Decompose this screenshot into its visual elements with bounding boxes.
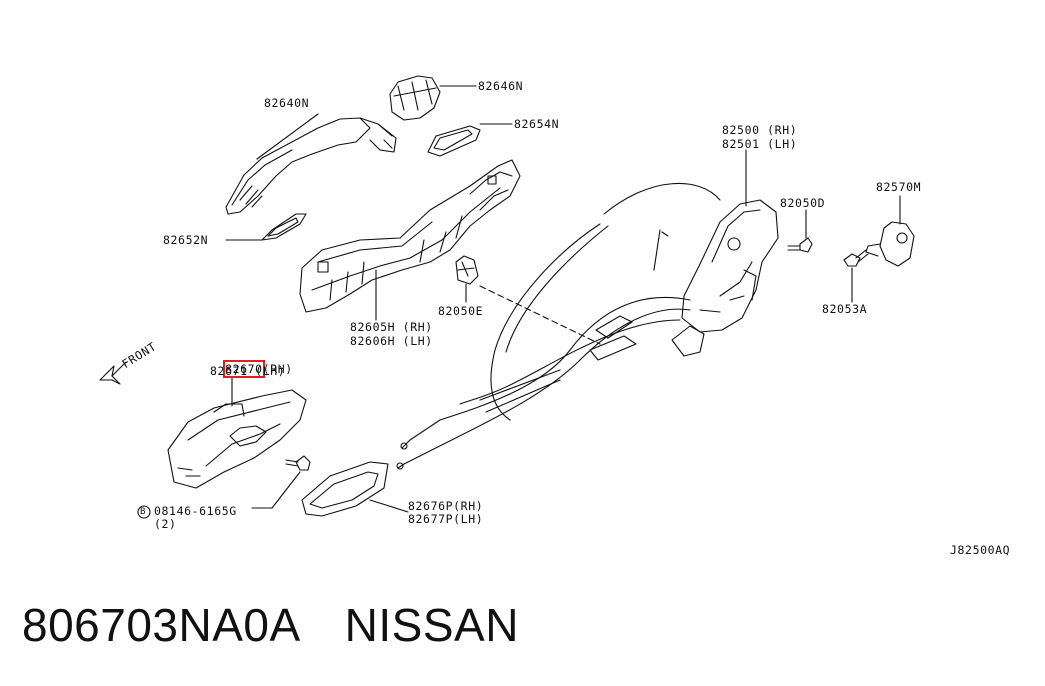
label-82605H: 82605H (RH) bbox=[350, 320, 433, 334]
part-number: 806703NA0A bbox=[22, 599, 301, 651]
label-82501: 82501 (LH) bbox=[722, 137, 798, 151]
highlighted-part-number[interactable]: 82670 bbox=[223, 360, 265, 378]
label-bolt-circle: B bbox=[140, 507, 147, 517]
front-arrow bbox=[99, 361, 127, 385]
label-bolt-qty: (2) bbox=[154, 517, 177, 531]
clip-part bbox=[455, 255, 479, 303]
label-82053A: 82053A bbox=[822, 302, 868, 316]
inside-handle-part bbox=[167, 377, 307, 489]
escutcheon-part bbox=[301, 461, 409, 517]
handle-cap-part bbox=[389, 75, 477, 121]
bolt-part bbox=[787, 209, 813, 253]
cables-part bbox=[396, 182, 721, 470]
label-82671: 82671 (LH) bbox=[210, 364, 286, 378]
bolt-circle-marker bbox=[137, 505, 151, 519]
label-82677P: 82677P(LH) bbox=[408, 512, 484, 526]
brand-name: NISSAN bbox=[344, 599, 519, 651]
label-82676P: 82676P(RH) bbox=[408, 499, 484, 513]
label-82500: 82500 (RH) bbox=[722, 123, 798, 137]
label-82570M: 82570M bbox=[876, 180, 922, 194]
label-82654N: 82654N bbox=[514, 117, 560, 131]
label-82670-row: 82670(RH) bbox=[210, 350, 293, 378]
footer-caption: 806703NA0A NISSAN bbox=[22, 598, 519, 652]
door-lock-actuator-part bbox=[671, 149, 779, 357]
label-82646N: 82646N bbox=[478, 79, 524, 93]
striker-part bbox=[865, 195, 915, 267]
handle-bolt-part bbox=[251, 455, 311, 509]
label-82652N: 82652N bbox=[163, 233, 209, 247]
screw-part bbox=[843, 249, 869, 303]
label-08146: 08146-6165G bbox=[154, 504, 237, 518]
label-82670-side: (RH) bbox=[262, 362, 293, 376]
label-82050D: 82050D bbox=[780, 196, 826, 210]
label-82050E: 82050E bbox=[438, 304, 484, 318]
diagram-id: J82500AQ bbox=[950, 543, 1011, 557]
label-82606H: 82606H (LH) bbox=[350, 334, 433, 348]
label-82640N: 82640N bbox=[264, 96, 310, 110]
small-gasket-part bbox=[225, 213, 307, 241]
handle-bracket-part bbox=[299, 159, 521, 321]
gasket-part bbox=[427, 123, 513, 157]
outer-handle-part bbox=[225, 113, 397, 215]
